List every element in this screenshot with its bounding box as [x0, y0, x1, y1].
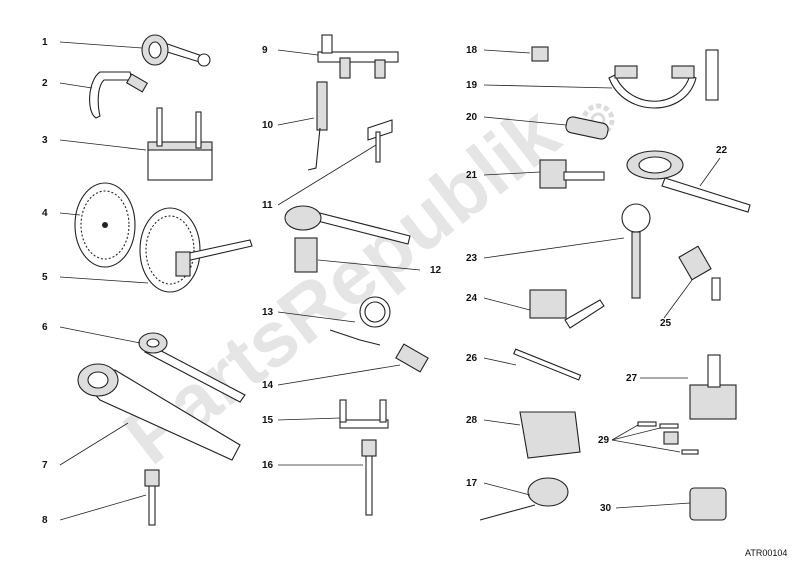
callout-10[interactable]: 10 [262, 120, 274, 131]
callout-15[interactable]: 15 [262, 415, 274, 426]
callout-6[interactable]: 6 [42, 322, 48, 333]
callout-18[interactable]: 18 [466, 45, 478, 56]
tool-23-gauge [621, 203, 651, 299]
tool-22-ring-spanner [626, 150, 751, 213]
callout-17[interactable]: 17 [466, 478, 478, 489]
callout-3[interactable]: 3 [42, 135, 48, 146]
tool-25-t-handle [678, 245, 721, 301]
tool-26-rod [513, 348, 582, 381]
drawing-code: ATR00104 [745, 548, 787, 558]
tool-21-holder [539, 159, 605, 189]
tool-6-spanner [138, 332, 246, 403]
tool-16-pin [361, 439, 377, 516]
tool-29-pins [637, 421, 699, 455]
tool-15-fork [339, 399, 389, 429]
callout-22[interactable]: 22 [716, 145, 728, 156]
callout-numbers: 1 2 3 4 5 6 7 8 9 10 11 12 13 14 15 16 1… [42, 37, 728, 526]
tool-19-clamp [608, 49, 719, 109]
tool-17-gauge [479, 477, 569, 521]
tool-28-case [519, 411, 581, 459]
tool-13-dial-gauge [329, 296, 391, 346]
callout-26[interactable]: 26 [466, 353, 478, 364]
leader-lines [59, 41, 721, 521]
callout-2[interactable]: 2 [42, 78, 48, 89]
tool-24-bracket [529, 289, 605, 329]
callout-28[interactable]: 28 [466, 415, 478, 426]
callout-11[interactable]: 11 [262, 200, 273, 211]
callout-19[interactable]: 19 [466, 80, 478, 91]
tool-18-nut [531, 46, 549, 62]
callout-25[interactable]: 25 [660, 318, 672, 329]
callout-30[interactable]: 30 [600, 503, 612, 514]
tool-3-stud-block [147, 107, 213, 181]
tool-11-bracket [367, 119, 393, 163]
tool-8-pin [144, 469, 160, 526]
callout-20[interactable]: 20 [466, 112, 478, 123]
callout-27[interactable]: 27 [626, 373, 638, 384]
callout-16[interactable]: 16 [262, 460, 274, 471]
tool-5-timing-disc [139, 207, 253, 293]
tool-1-pin-wrench [141, 34, 211, 67]
callout-23[interactable]: 23 [466, 253, 478, 264]
tool-27-puller [689, 354, 737, 420]
callout-13[interactable]: 13 [262, 307, 274, 318]
callout-12[interactable]: 12 [430, 265, 442, 276]
callout-4[interactable]: 4 [42, 208, 48, 219]
callout-14[interactable]: 14 [262, 380, 274, 391]
tool-14-drift [395, 343, 429, 373]
callout-24[interactable]: 24 [466, 293, 478, 304]
callout-8[interactable]: 8 [42, 515, 48, 526]
tool-4-degree-wheel [74, 182, 136, 268]
callout-21[interactable]: 21 [466, 170, 478, 181]
callout-29[interactable]: 29 [598, 435, 610, 446]
tool-12-socket-wrench [284, 205, 411, 273]
tool-30-socket [689, 487, 727, 521]
callout-9[interactable]: 9 [262, 45, 268, 56]
tool-9-puller [317, 34, 399, 79]
tool-7-large-wrench [77, 363, 241, 461]
tool-2-bent-rod [89, 71, 149, 119]
callout-7[interactable]: 7 [42, 460, 48, 471]
callout-1[interactable]: 1 [42, 37, 48, 48]
callout-5[interactable]: 5 [42, 272, 48, 283]
tool-20-cylinder [565, 116, 609, 140]
tool-10-hook-puller [307, 81, 328, 171]
